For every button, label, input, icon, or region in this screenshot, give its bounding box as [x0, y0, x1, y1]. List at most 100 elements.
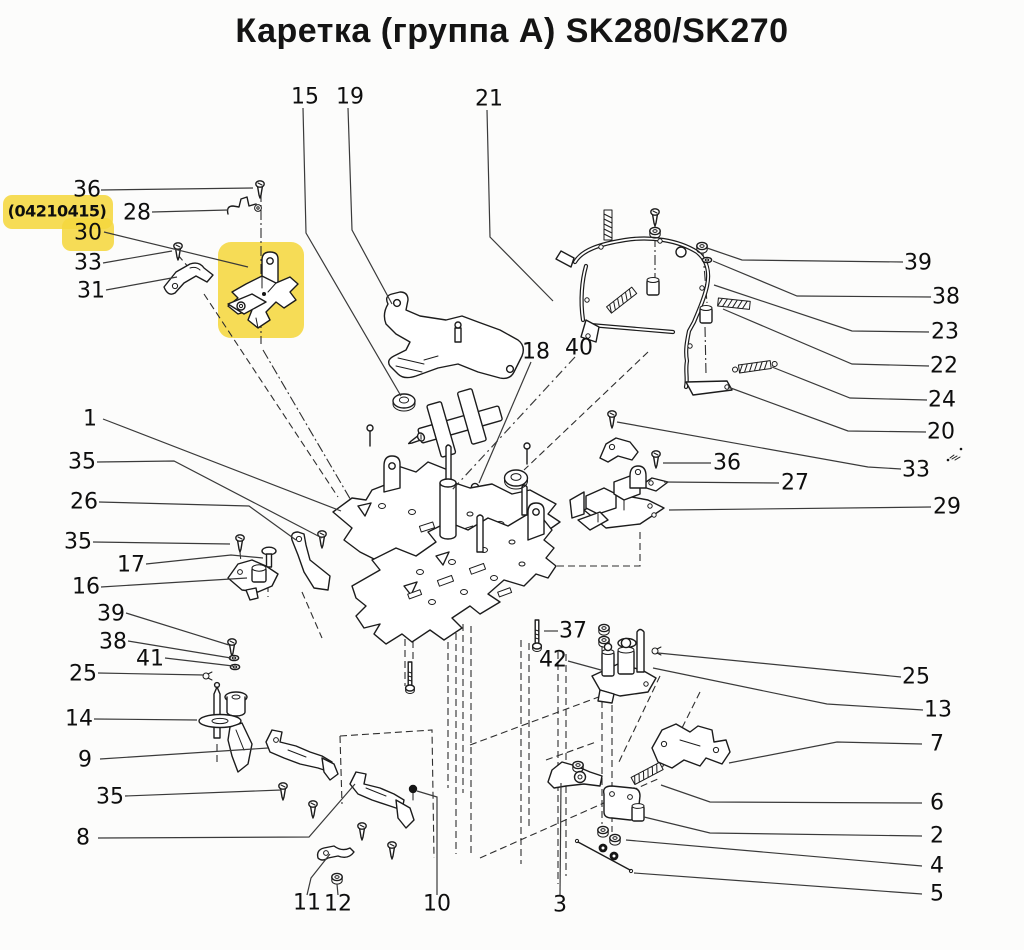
bracket-16 [227, 559, 279, 601]
part-label-40: 40 [565, 336, 593, 361]
main-plate-lower [351, 513, 557, 645]
leader-line [93, 718, 198, 721]
screw-35-left [235, 534, 245, 553]
leader-line [713, 284, 930, 333]
part-label-42: 42 [539, 648, 567, 673]
leader-line [100, 577, 248, 588]
part-label-35: 35 [68, 450, 96, 475]
leader-line [302, 107, 402, 397]
part-label-6: 6 [930, 791, 944, 816]
part-label-36: 36 [713, 451, 741, 476]
leader-lines [92, 107, 932, 896]
part-label-7: 7 [930, 732, 944, 757]
leader-line [99, 747, 269, 760]
leader-line [125, 612, 230, 646]
page-title: Каретка (группа А) SK280/SK270 [235, 12, 789, 50]
part-label-41: 41 [136, 647, 164, 672]
leader-line [124, 789, 282, 797]
leader-line [306, 853, 331, 896]
nut-15 [392, 393, 416, 412]
part-label-37: 37 [559, 619, 587, 644]
part-label-26: 26 [70, 490, 98, 515]
leader-line [92, 541, 231, 545]
part-label-16: 16 [72, 575, 100, 600]
hook-11 [316, 845, 355, 861]
part-label-22: 22 [930, 354, 958, 379]
leader-line [97, 672, 205, 676]
highlight-part-code [3, 195, 114, 251]
part-label-29: 29 [933, 495, 961, 520]
bracket-33-right [599, 410, 639, 463]
leader-line [102, 250, 173, 264]
leader-line [652, 667, 924, 711]
part-label-04210415: (04210415) [8, 202, 107, 221]
leader-line [102, 418, 342, 512]
leader-line [616, 421, 902, 470]
screw-35-plate [317, 530, 327, 549]
leader-line [706, 247, 904, 263]
part-label-28: 28 [123, 201, 151, 226]
part-label-14: 14 [65, 707, 93, 732]
part-label-39: 39 [904, 251, 932, 276]
leader-line [96, 460, 323, 539]
nut-12 [331, 872, 343, 885]
leader-line [722, 308, 930, 367]
plate-19 [383, 291, 525, 380]
part-label-33: 33 [74, 251, 102, 276]
leader-line [668, 506, 932, 511]
leader-line [98, 501, 297, 541]
leader-line [663, 481, 780, 484]
fastener-stack-39-38-41 [202, 638, 241, 681]
leader-line [643, 816, 923, 837]
part-label-30: 30 [74, 221, 102, 246]
part-label-11: 11 [293, 891, 321, 916]
part-label-10: 10 [423, 892, 451, 917]
screw-33-left [173, 242, 183, 261]
leader-line [97, 783, 356, 839]
leader-line [451, 356, 576, 491]
leader-line [712, 260, 932, 298]
part-label-38: 38 [99, 630, 127, 655]
leader-line [105, 276, 178, 291]
part-label-35: 35 [96, 785, 124, 810]
bracket-31 [163, 262, 214, 295]
leader-line [103, 231, 249, 268]
part-label-5: 5 [930, 882, 944, 907]
leader-line [486, 109, 554, 302]
screw-36-top [255, 180, 265, 199]
assembly-42-13 [591, 623, 662, 704]
lever-hook-28 [226, 196, 262, 215]
leader-line [771, 366, 928, 401]
part-label-9: 9 [78, 748, 92, 773]
part-label-24: 24 [928, 388, 956, 413]
part-label-8: 8 [76, 826, 90, 851]
part-label-23: 23 [931, 320, 959, 345]
lever-9 [265, 729, 339, 819]
part-label-19: 19 [336, 85, 364, 110]
leader-line [625, 839, 923, 867]
frame-21 [555, 208, 778, 396]
block-29 [569, 465, 665, 531]
plate-18 [417, 388, 503, 458]
leader-line [151, 209, 229, 213]
part-label-20: 20 [927, 420, 955, 445]
assembly-14 [198, 681, 253, 773]
assembly-3 [547, 760, 645, 874]
part-label-35: 35 [64, 530, 92, 555]
leader-line [478, 361, 532, 484]
leader-line [336, 883, 339, 896]
part-label-21: 21 [475, 87, 503, 112]
leader-line [728, 741, 923, 764]
pin-17 [261, 546, 277, 568]
leader-line [567, 660, 602, 671]
part-label-31: 31 [77, 279, 105, 304]
part-label-39: 39 [97, 602, 125, 627]
screw-36-right [651, 450, 661, 469]
leader-line [347, 107, 393, 305]
part-label-15: 15 [291, 85, 319, 110]
part-label-4: 4 [930, 854, 944, 879]
part-label-3: 3 [553, 893, 567, 918]
screw-long-left [404, 661, 416, 695]
